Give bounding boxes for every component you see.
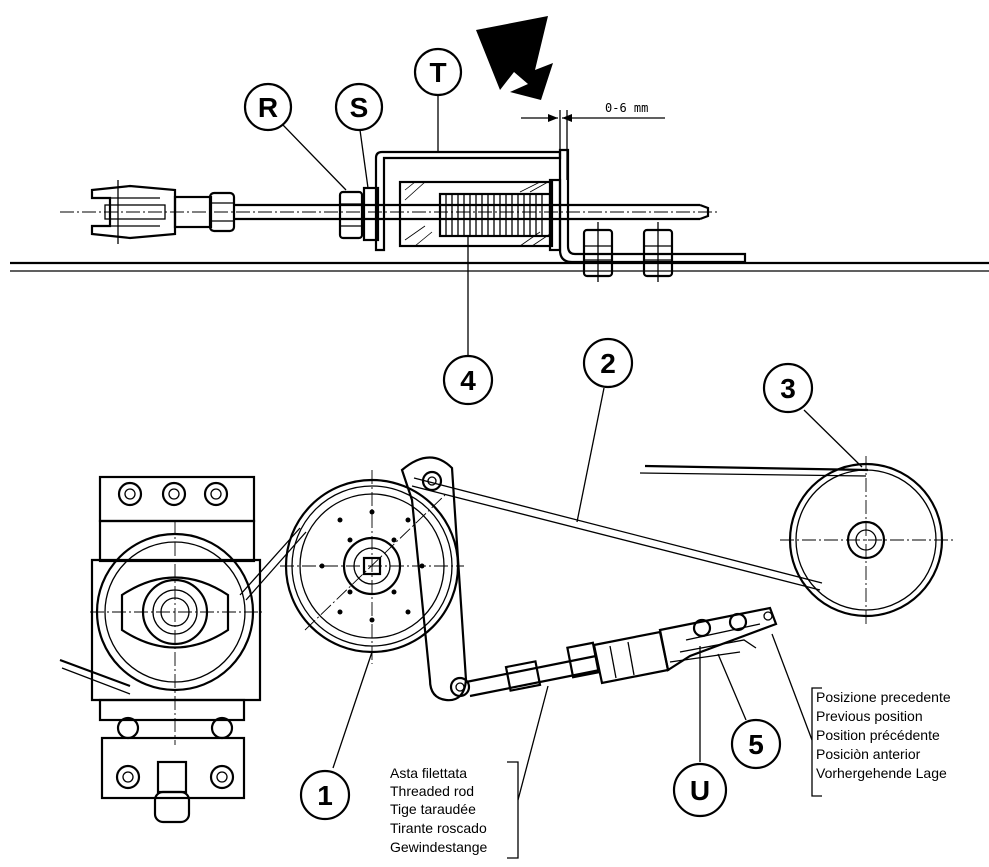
threaded-rod-label-block: Asta filettata Threaded rod Tige taraudé… [390, 685, 549, 859]
callout-t: T [413, 47, 463, 152]
pulley-3 [780, 456, 955, 625]
direction-arrow [476, 16, 553, 100]
threaded-rod-label-es: Tirante roscado [390, 820, 487, 836]
housing-hatch [404, 181, 551, 247]
callout-r: R [243, 82, 347, 191]
previous-position-label-block: Posizione precedente Previous position P… [771, 633, 951, 797]
compression-spring [438, 192, 552, 238]
threaded-rod-assembly [465, 606, 778, 698]
previous-position-label-it: Posizione precedente [816, 689, 951, 705]
callout-s-label: S [350, 92, 369, 123]
callout-u: U [672, 646, 728, 818]
callout-4-label: 4 [460, 365, 476, 396]
pulley-1 [280, 470, 464, 664]
gap-dimension-label: 0-6 mm [605, 101, 648, 115]
callout-5: 5 [717, 653, 782, 770]
callout-4: 4 [442, 236, 494, 406]
rod-assembly [60, 148, 747, 282]
threaded-rod-label-en: Threaded rod [390, 783, 474, 799]
tensioner-arm [400, 456, 471, 702]
gap-dimension: 0-6 mm [521, 101, 665, 180]
previous-position-label-en: Previous position [816, 708, 923, 724]
previous-position-label-fr: Position précédente [816, 727, 940, 743]
threaded-rod-label-fr: Tige taraudée [390, 801, 476, 817]
callout-s: S [334, 82, 384, 189]
threaded-rod-label-de: Gewindestange [390, 839, 488, 855]
callout-t-label: T [429, 57, 446, 88]
base-bolts [582, 222, 674, 282]
callout-r-label: R [258, 92, 278, 123]
belt [59, 464, 869, 695]
callout-2-label: 2 [600, 348, 616, 379]
previous-position-label-es: Posiciòn anterior [816, 746, 921, 762]
callout-1: 1 [299, 651, 373, 821]
previous-position-label-de: Vorhergehende Lage [816, 765, 947, 781]
callout-u-label: U [690, 775, 710, 806]
callout-1-label: 1 [317, 780, 333, 811]
callout-3-label: 3 [780, 373, 796, 404]
gearbox [90, 475, 262, 824]
callout-2: 2 [576, 337, 634, 523]
top-rail [10, 261, 989, 272]
threaded-rod-label-it: Asta filettata [390, 765, 467, 781]
callout-3: 3 [762, 362, 863, 468]
callout-5-label: 5 [748, 729, 764, 760]
